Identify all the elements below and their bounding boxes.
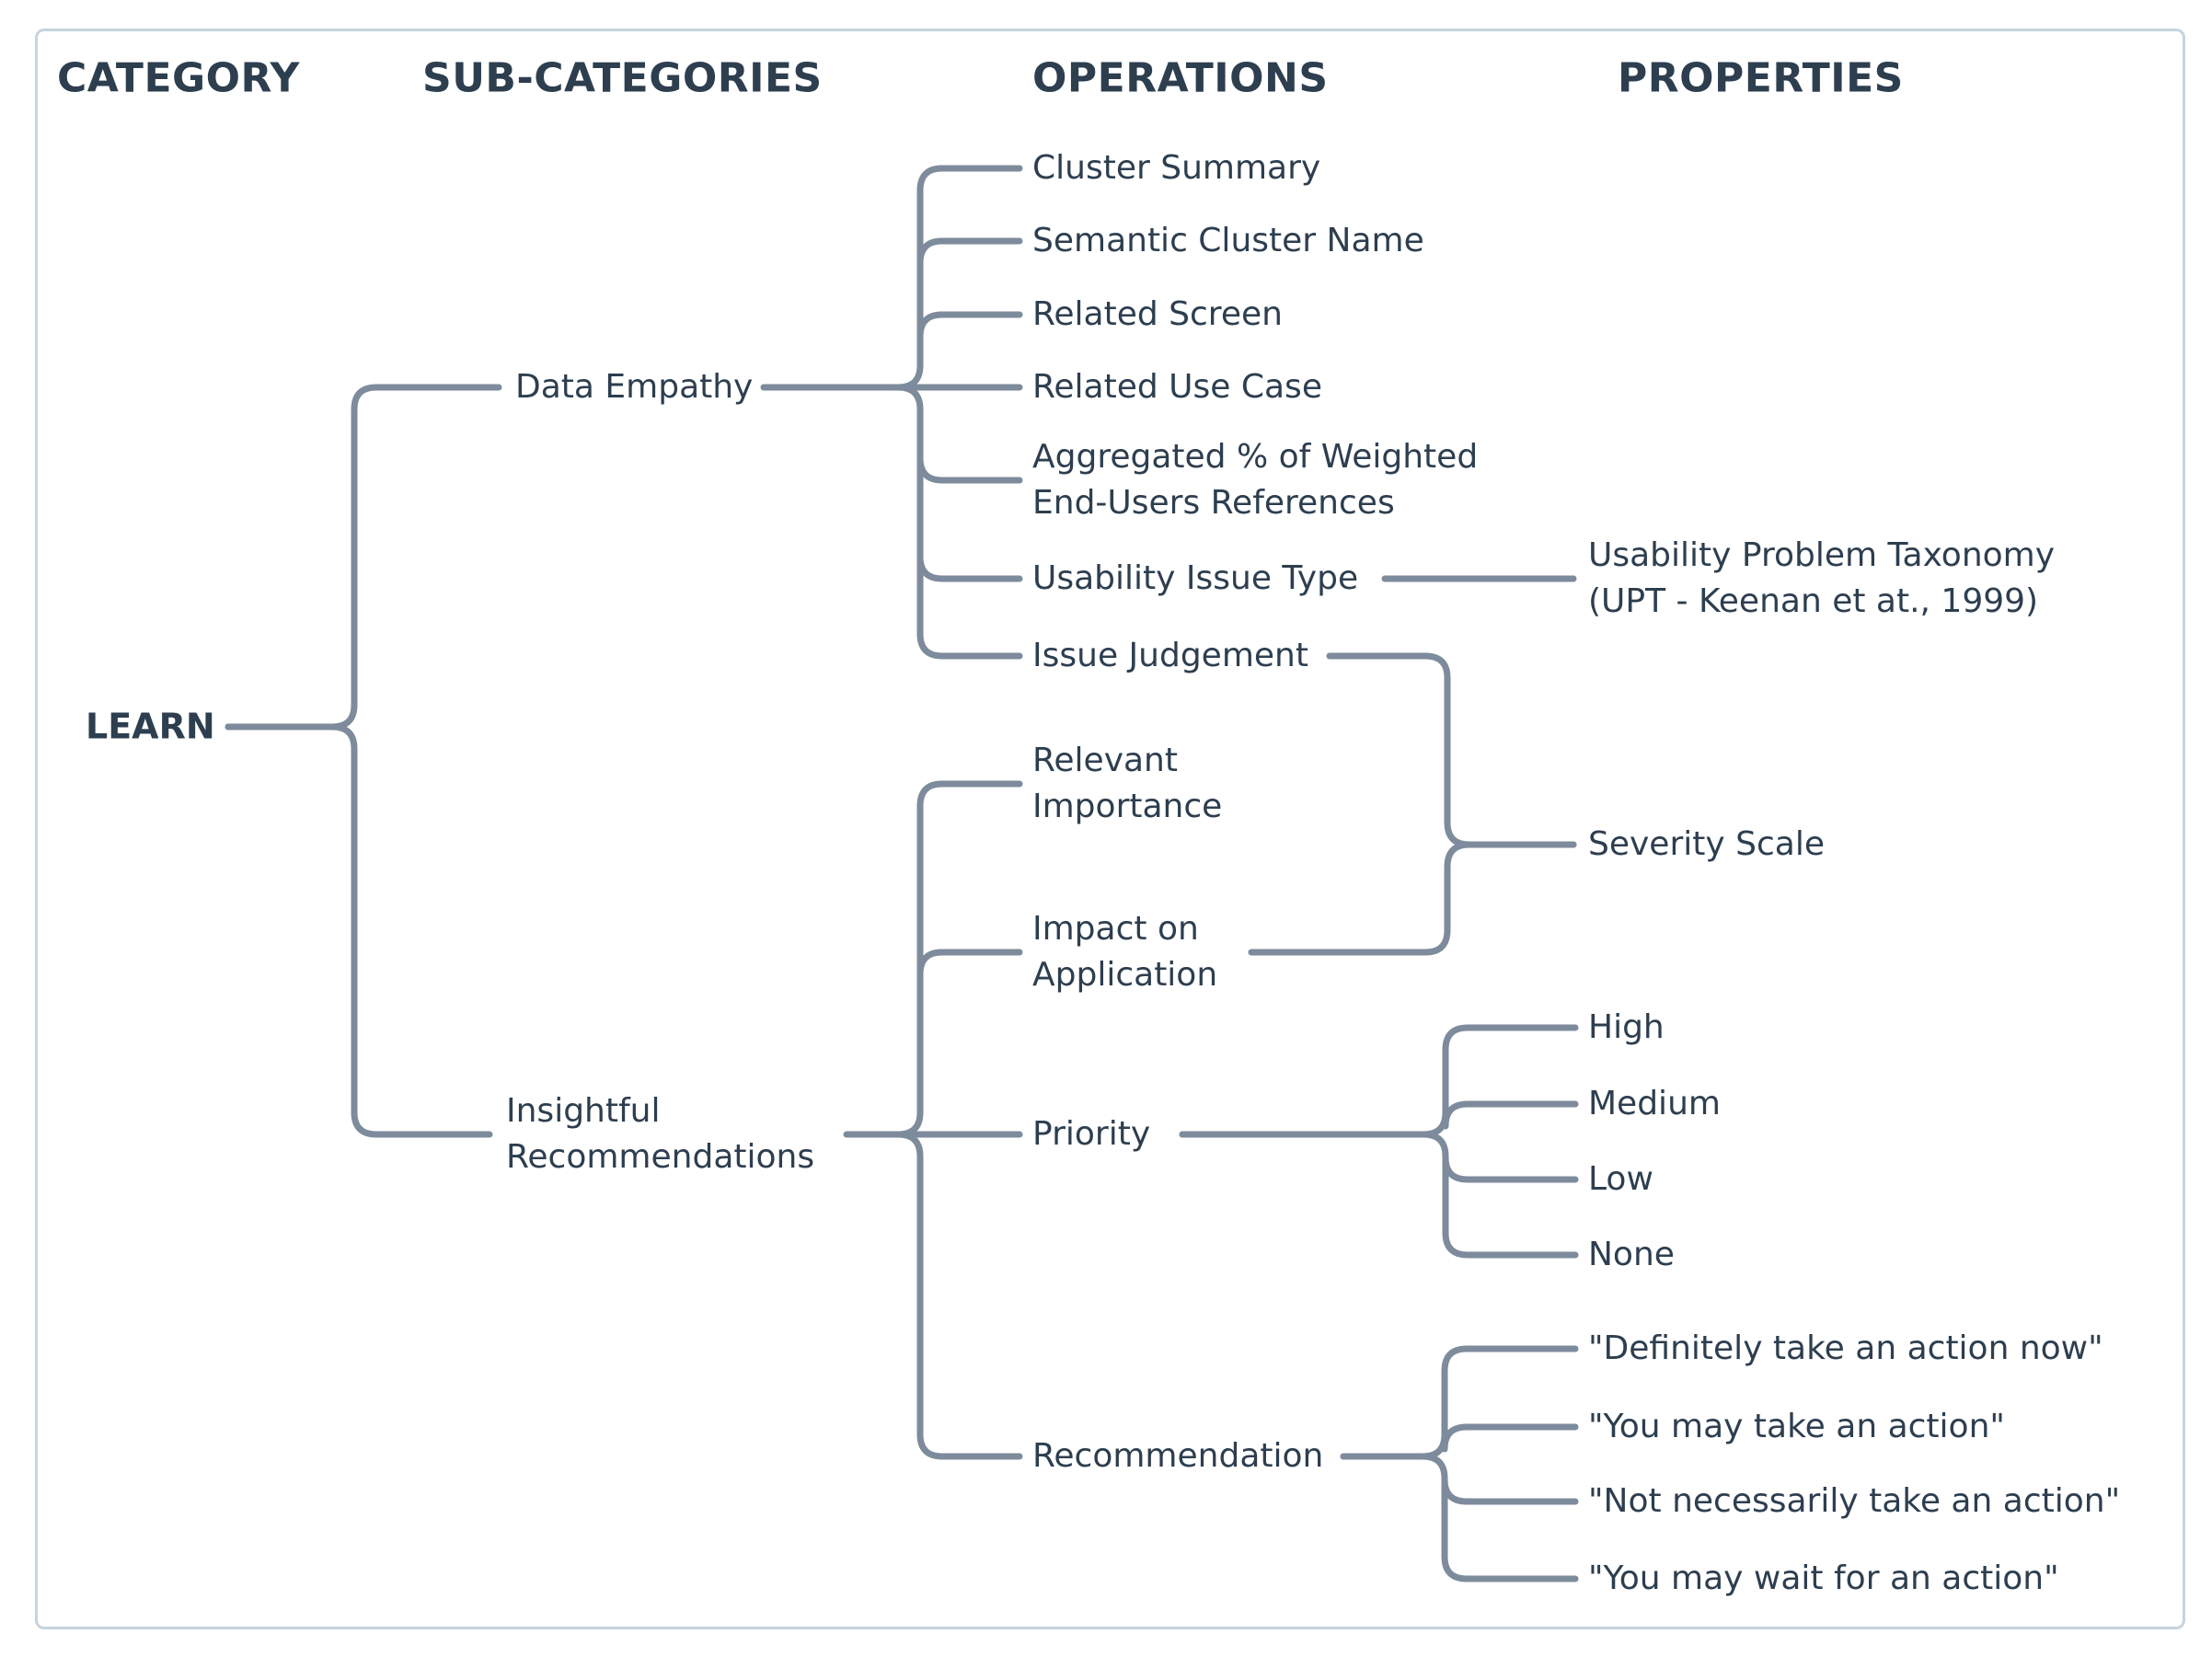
semantic-cluster-name-connector xyxy=(916,237,1023,267)
recommendation-connector xyxy=(894,1131,1023,1460)
column-header-sub-categories: SUB-CATEGORIES xyxy=(422,54,823,102)
node-recommendation-definitely-take-action: "Definitely take an action now" xyxy=(1588,1329,2103,1367)
node-priority: Priority xyxy=(1032,1114,1151,1153)
recommendation-branch xyxy=(1340,1345,1579,1582)
node-priority-low: Low xyxy=(1588,1159,1653,1198)
node-priority-high: High xyxy=(1588,1007,1665,1046)
insightful-branch xyxy=(843,780,1023,1460)
recommendation-to-not-necessarily-line xyxy=(1441,1476,1579,1505)
node-priority-none: None xyxy=(1588,1235,1675,1273)
related-screen-connector xyxy=(916,311,1023,340)
node-relevant-importance: Relevant Importance xyxy=(1032,741,1223,825)
impact-to-severity-line xyxy=(1248,841,1577,956)
priority-to-high-line xyxy=(1179,1024,1579,1138)
node-recommendation-may-take-action: "You may take an action" xyxy=(1588,1407,2005,1445)
node-data-empathy: Data Empathy xyxy=(515,367,754,406)
issue-judgement-to-severity-line xyxy=(1326,652,1577,848)
node-related-screen: Related Screen xyxy=(1032,294,1283,333)
impact-on-application-connector xyxy=(916,949,1023,978)
node-usability-problem-taxonomy: Usability Problem Taxonomy (UPT - Keenan… xyxy=(1588,535,2056,620)
node-insightful-recommendations: Insightful Recommendations xyxy=(506,1091,815,1176)
node-related-use-case: Related Use Case xyxy=(1032,367,1322,406)
learn-to-insightful-connector xyxy=(225,723,493,1138)
priority-to-low-line xyxy=(1442,1154,1579,1183)
usability-issue-type-connector xyxy=(916,553,1023,582)
severity-merge-connector xyxy=(1248,652,1577,956)
priority-branch xyxy=(1179,1024,1579,1259)
recommendation-to-may-take-line xyxy=(1441,1423,1579,1453)
column-header-properties: PROPERTIES xyxy=(1618,54,1904,102)
priority-to-none-line xyxy=(1179,1131,1579,1259)
diagram-card-border xyxy=(35,29,2185,1629)
recommendation-to-definitely-line xyxy=(1340,1345,1579,1460)
node-semantic-cluster-name: Semantic Cluster Name xyxy=(1032,221,1424,259)
learn-branch xyxy=(225,384,502,1138)
column-header-category: CATEGORY xyxy=(57,54,300,102)
cluster-summary-connector xyxy=(894,165,1023,391)
node-priority-medium: Medium xyxy=(1588,1084,1721,1122)
column-header-operations: OPERATIONS xyxy=(1032,54,1329,102)
node-recommendation-may-wait-action: "You may wait for an action" xyxy=(1588,1559,2059,1597)
issue-judgement-connector xyxy=(894,384,1023,660)
node-cluster-summary: Cluster Summary xyxy=(1032,148,1321,187)
node-learn: LEARN xyxy=(86,706,215,747)
node-issue-judgement: Issue Judgement xyxy=(1032,636,1308,674)
node-recommendation: Recommendation xyxy=(1032,1436,1324,1475)
node-recommendation-not-necessarily-action: "Not necessarily take an action" xyxy=(1588,1481,2121,1520)
learn-to-data-empathy-connector xyxy=(225,384,502,731)
aggregated-connector xyxy=(916,455,1023,484)
priority-to-medium-line xyxy=(1442,1100,1579,1130)
relevant-importance-connector xyxy=(894,780,1023,1138)
node-aggregated-weighted-references: Aggregated % of Weighted End-Users Refer… xyxy=(1032,437,1479,522)
node-impact-on-application: Impact on Application xyxy=(1032,909,1218,994)
node-usability-issue-type: Usability Issue Type xyxy=(1032,558,1359,597)
data-empathy-branch xyxy=(760,165,1023,660)
node-severity-scale: Severity Scale xyxy=(1588,824,1825,863)
recommendation-to-may-wait-line xyxy=(1340,1453,1579,1582)
